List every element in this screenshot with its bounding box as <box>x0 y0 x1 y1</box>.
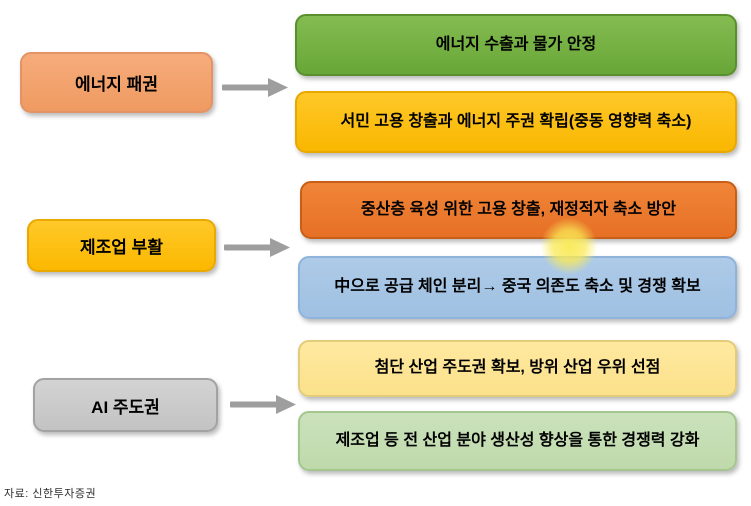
category-label-ai: AI 주도권 <box>91 397 160 417</box>
outcome-label: 제조업 등 전 산업 분야 생산성 향상을 통한 경쟁력 강화 <box>335 431 700 449</box>
outcome-box-manufacturing-2: 中으로 공급 체인 분리→ 중국 의존도 축소 및 경쟁 확보 <box>298 256 737 319</box>
category-box-energy: 에너지 패권 <box>20 52 213 113</box>
outcome-box-ai-2: 제조업 등 전 산업 분야 생산성 향상을 통한 경쟁력 강화 <box>298 411 737 471</box>
category-box-ai: AI 주도권 <box>33 378 218 432</box>
outcome-box-energy-1: 에너지 수출과 물가 안정 <box>295 14 737 76</box>
category-label-manufacturing: 제조업 부활 <box>80 238 163 257</box>
right-arrow-icon <box>230 395 296 414</box>
outcome-box-manufacturing-1: 중산층 육성 위한 고용 창출, 재정적자 축소 방안 <box>300 181 737 239</box>
right-arrow-icon <box>224 238 290 257</box>
outcome-label: 中으로 공급 체인 분리→ 중국 의존도 축소 및 경쟁 확보 <box>334 278 701 296</box>
outcome-label: 중산층 육성 위한 고용 창출, 재정적자 축소 방안 <box>360 200 677 218</box>
category-label-energy: 에너지 패권 <box>75 75 158 94</box>
outcome-box-ai-1: 첨단 산업 주도권 확보, 방위 산업 우위 선점 <box>298 340 737 397</box>
outcome-label: 에너지 수출과 물가 안정 <box>435 35 597 53</box>
category-box-manufacturing: 제조업 부활 <box>27 219 216 272</box>
outcome-box-energy-2: 서민 고용 창출과 에너지 주권 확립(중동 영향력 축소) <box>295 91 737 153</box>
right-arrow-icon <box>222 78 288 97</box>
source-note: 자료: 신한투자증권 <box>4 488 97 500</box>
outcome-label: 서민 고용 창출과 에너지 주권 확립(중동 영향력 축소) <box>340 112 692 130</box>
outcome-label: 첨단 산업 주도권 확보, 방위 산업 우위 선점 <box>374 359 661 377</box>
